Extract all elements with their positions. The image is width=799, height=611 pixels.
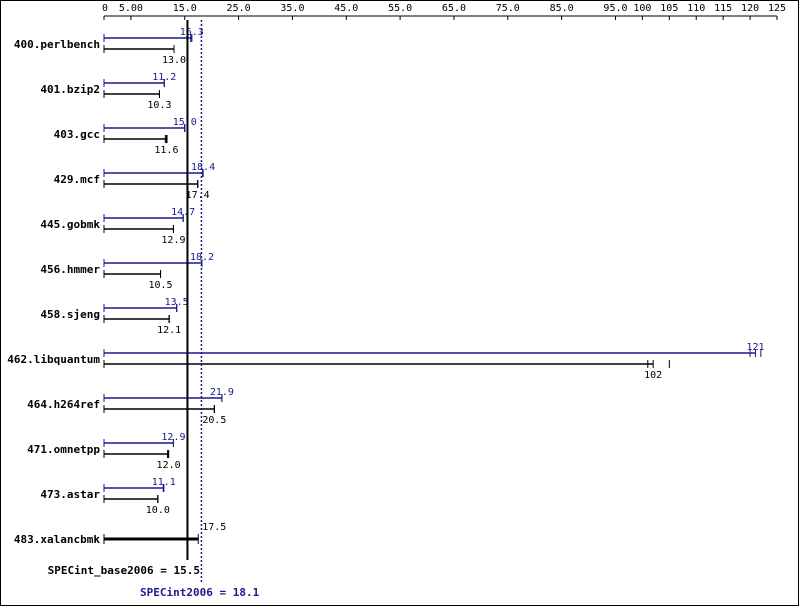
x-tick-label: 105 xyxy=(660,3,678,14)
benchmark-row: 458.sjeng 13.5 12.1 xyxy=(40,297,188,336)
x-tick-label: 85.0 xyxy=(550,3,574,14)
benchmark-label: 471.omnetpp xyxy=(27,443,100,456)
x-tick-label: 55.0 xyxy=(388,3,412,14)
benchmark-label: 401.bzip2 xyxy=(40,83,100,96)
x-tick-label: 110 xyxy=(687,3,705,14)
x-axis: 0 5.00 15.0 25.0 35.0 45.0 55.0 65.0 75.0 85.0 95.… xyxy=(102,3,786,20)
benchmark-label: 458.sjeng xyxy=(40,308,100,321)
peak-value-label: 12.9 xyxy=(161,432,185,443)
x-tick-label: 75.0 xyxy=(496,3,520,14)
benchmark-row: 445.gobmk 14.7 12.9 xyxy=(40,207,195,246)
peak-value-label: 121 xyxy=(746,342,764,353)
x-tick-label: 45.0 xyxy=(334,3,358,14)
base-value-label: 11.6 xyxy=(154,145,178,156)
benchmark-rows: 400.perlbench16.313.0401.bzip211.210.340… xyxy=(7,27,764,546)
peak-value-label: 15.0 xyxy=(173,117,197,128)
benchmark-row: 401.bzip2 11.2 10.3 xyxy=(40,72,176,111)
x-tick-label: 5.00 xyxy=(119,3,143,14)
x-tick-label: 65.0 xyxy=(442,3,466,14)
x-tick-label: 115 xyxy=(714,3,732,14)
summary-peak-label: SPECint2006 = 18.1 xyxy=(140,586,260,599)
base-value-label: 12.1 xyxy=(157,325,181,336)
base-value-label: 20.5 xyxy=(202,415,226,426)
peak-value-label: 21.9 xyxy=(210,387,234,398)
base-value-label: 102 xyxy=(644,370,662,381)
peak-value-label: 13.5 xyxy=(165,297,189,308)
x-tick-label: 0 xyxy=(102,3,108,14)
benchmark-label: 403.gcc xyxy=(54,128,100,141)
base-value-label: 13.0 xyxy=(162,55,186,66)
x-tick-label: 100 xyxy=(633,3,651,14)
x-tick-label: 125 xyxy=(768,3,786,14)
benchmark-row: 471.omnetpp 12.9 12.0 xyxy=(27,432,185,471)
benchmark-row: 400.perlbench 16.3 13.0 xyxy=(14,27,204,66)
reference-lines xyxy=(186,20,203,582)
benchmark-row: 464.h264ref 21.9 20.5 xyxy=(27,387,234,426)
benchmark-label: 462.libquantum xyxy=(7,353,100,366)
benchmark-label: 429.mcf xyxy=(54,173,100,186)
benchmark-label: 456.hmmer xyxy=(40,263,100,276)
benchmark-label: 400.perlbench xyxy=(14,38,100,51)
x-tick-label: 120 xyxy=(741,3,759,14)
benchmark-label: 473.astar xyxy=(40,488,100,501)
benchmark-row: 462.libquantum 121 102 xyxy=(7,342,764,381)
benchmark-label: 483.xalancbmk xyxy=(14,533,100,546)
x-tick-label: 95.0 xyxy=(603,3,627,14)
peak-value-label: 14.7 xyxy=(171,207,195,218)
base-value-label: 10.3 xyxy=(147,100,171,111)
summary-base-label: SPECint_base2006 = 15.5 xyxy=(48,564,200,577)
base-value-label: 12.9 xyxy=(161,235,185,246)
x-tick-label: 35.0 xyxy=(280,3,304,14)
benchmark-label: 445.gobmk xyxy=(40,218,100,231)
peak-value-label: 16.3 xyxy=(180,27,204,38)
base-value-label: 12.0 xyxy=(157,460,181,471)
peak-value-label: 11.1 xyxy=(152,477,176,488)
summary-labels: SPECint_base2006 = 15.5 SPECint2006 = 18… xyxy=(48,564,260,599)
peak-value-label: 18.4 xyxy=(191,162,215,173)
benchmark-row: 473.astar 11.1 10.0 xyxy=(40,477,175,516)
benchmark-row: 483.xalancbmk 17.5 xyxy=(14,522,226,546)
base-value-label: 17.4 xyxy=(186,190,210,201)
benchmark-label: 464.h264ref xyxy=(27,398,100,411)
x-tick-label: 15.0 xyxy=(173,3,197,14)
peak-value-label: 11.2 xyxy=(152,72,176,83)
base-value-label: 10.0 xyxy=(146,505,170,516)
base-value-label: 10.5 xyxy=(148,280,172,291)
x-tick-label: 25.0 xyxy=(227,3,251,14)
benchmark-row: 403.gcc 15.0 11.6 xyxy=(54,117,197,156)
base-value-label: 17.5 xyxy=(202,522,226,533)
